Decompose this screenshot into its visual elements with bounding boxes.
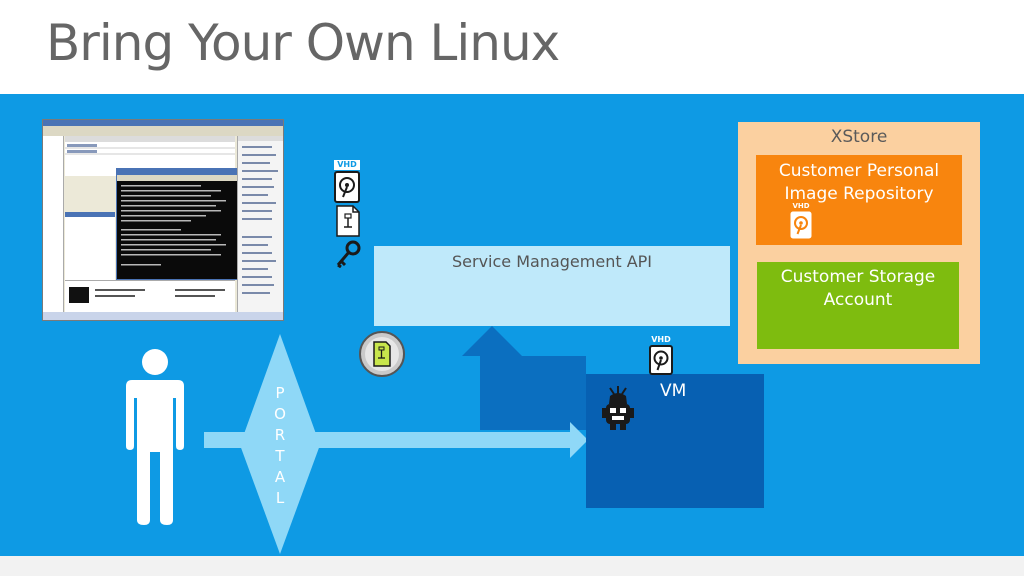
screenshot-tree-pane [43,136,64,312]
key-icon [336,240,361,268]
storage-account-box [757,262,959,349]
portal-letter-p: P [275,384,285,402]
service-management-box [374,246,730,326]
vhd-disk-graphic [334,160,360,203]
upload-arrow [462,326,522,374]
image-repository-line2: Image Repository [784,184,934,204]
vm-vhd-badge-label: VHD [651,335,671,344]
image-repository-box [756,155,962,245]
portal-letter-r: R [274,426,286,444]
vm-vhd-disk-graphic [649,336,673,375]
screenshot-grid-lines [65,136,235,155]
screenshot-toolbar [43,126,283,136]
vm-label: VM [660,381,687,401]
xstore-label: XStore [830,127,888,147]
hyper-v-manager-screenshot [42,119,284,321]
upload-arrow-stem [480,356,586,430]
screenshot-snapshot-pane [65,212,115,283]
screenshot-actions-list [238,136,283,294]
screenshot-taskbar [43,312,283,320]
portal-letter-l: L [275,489,285,507]
portal-letter-o: O [274,405,286,423]
image-repository-line1: Customer Personal [778,161,940,181]
screenshot-console-text [117,169,237,266]
repository-vhd-disk-icon: VHD [789,201,813,239]
vhd-badge-label: VHD [337,160,357,169]
portal-letter-a: A [274,468,286,486]
image-repository-label: Customer Personal Image Repository [756,160,962,206]
storage-account-label: Customer Storage Account [757,266,959,312]
storage-account-line2: Account [823,290,893,310]
vhd-disk-icon: VHD [333,159,361,203]
screenshot-details-content [69,287,225,303]
portal-letter-t: T [275,447,285,465]
screenshot-details-pane [65,280,235,313]
screenshot-titlebar [43,120,283,126]
service-management-label: Service Management API [451,252,652,271]
repository-vhd-disk-graphic [790,202,812,239]
page-title: Bring Your Own Linux [46,14,560,72]
linux-penguin-icon [602,386,634,430]
footer-strip [0,556,1024,576]
provision-arrow [204,422,588,458]
storage-account-line1: Customer Storage [780,267,936,287]
person-icon [126,349,184,525]
vm-vhd-disk-icon: VHD [648,335,674,375]
certificate-cd-icon [359,331,405,377]
portal-diamond [240,334,320,554]
screenshot-actions-pane [237,136,283,312]
screenshot-console-window [116,168,238,280]
repository-vhd-badge-label: VHD [792,202,810,210]
certificate-icon [336,205,360,237]
